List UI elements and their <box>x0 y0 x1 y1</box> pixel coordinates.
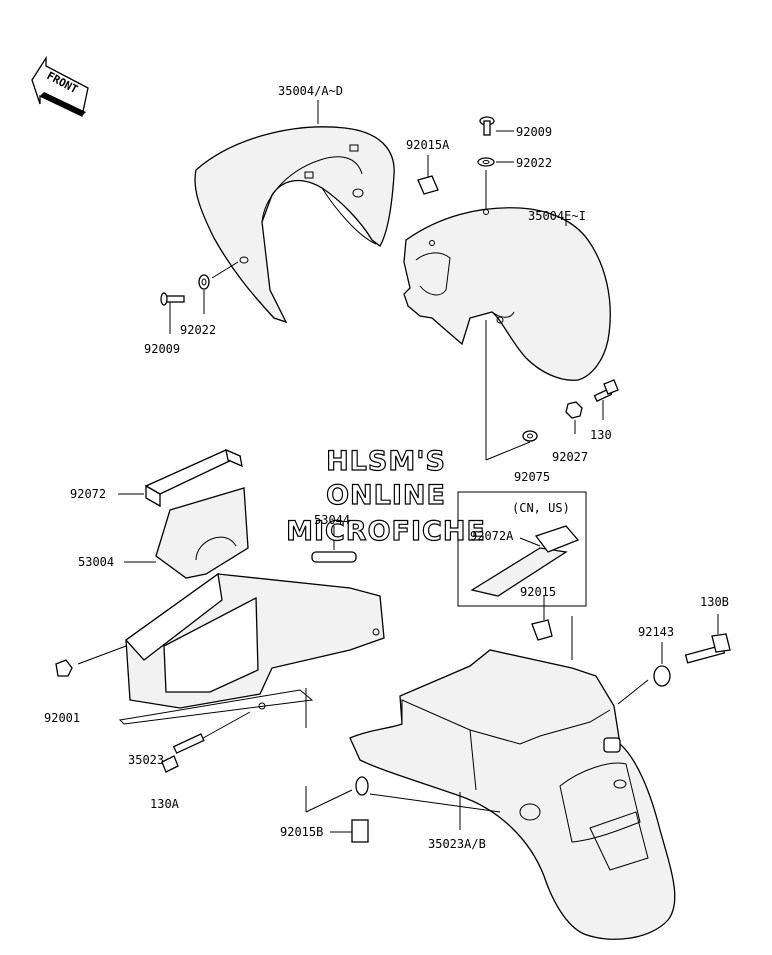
label-92143: 92143 <box>638 625 674 639</box>
leader-lines-rear <box>305 616 649 830</box>
label-130B: 130B <box>700 595 729 609</box>
label-130: 130 <box>590 428 612 442</box>
label-35004AD: 35004/A~D <box>278 84 343 98</box>
bushing-92143-icon <box>653 642 671 687</box>
label-92015A: 92015A <box>406 138 450 152</box>
label-53004: 53004 <box>78 555 114 569</box>
bolt-92009-top-icon <box>479 116 495 136</box>
rear-fender-35023AB <box>349 649 676 940</box>
label-92009-top: 92009 <box>516 125 552 139</box>
label-92022-top: 92022 <box>516 156 552 170</box>
label-35004EI: 35004E~I <box>528 209 586 223</box>
band-53044-icon <box>311 526 357 563</box>
bolt-130A-icon <box>161 733 205 773</box>
label-35023: 35023 <box>128 753 164 767</box>
watermark-line-3: MICROFICHE <box>286 516 486 547</box>
label-inset-cn-us: (CN, US) <box>512 501 570 515</box>
watermark-line-2: ONLINE <box>326 480 446 511</box>
label-92075: 92075 <box>514 470 550 484</box>
inset-cn-us <box>457 491 587 607</box>
rear-inner-fender-35023 <box>77 572 385 743</box>
label-92072: 92072 <box>70 487 106 501</box>
bolt-92009-left-icon <box>160 292 185 306</box>
front-fender-lower <box>403 207 611 381</box>
front-arrow-icon: FRONT <box>31 55 89 117</box>
label-92009-left: 92009 <box>144 342 180 356</box>
cover-53004-icon <box>124 487 249 579</box>
bolt-130B-icon <box>684 614 731 664</box>
label-92015: 92015 <box>520 585 556 599</box>
nut-92027-icon <box>565 401 583 419</box>
watermark-line-1: HLSM'S <box>326 446 446 477</box>
clip-92015A-icon <box>417 175 439 195</box>
bolt-130-icon <box>593 379 619 402</box>
nut-92015-icon <box>531 596 553 641</box>
clip-92015B-icon <box>330 819 369 843</box>
leader-lines-front <box>169 100 604 461</box>
strap-92072-icon <box>118 448 243 508</box>
part-labels: 35004/A~D 92015A 92009 92022 35004E~I 92… <box>44 84 729 851</box>
label-92001: 92001 <box>44 711 80 725</box>
label-92072A: 92072A <box>470 529 514 543</box>
washer-92022-left-icon <box>198 274 210 290</box>
label-35023AB: 35023A/B <box>428 837 486 851</box>
washer-92022-top-icon <box>477 157 495 167</box>
label-92027: 92027 <box>552 450 588 464</box>
watermark: HLSM'S ONLINE MICROFICHE <box>285 445 486 547</box>
label-130A: 130A <box>150 797 180 811</box>
bolt-92001-icon <box>55 659 73 677</box>
washer-92075-icon <box>522 430 538 442</box>
label-92015B: 92015B <box>280 825 323 839</box>
label-92022-left: 92022 <box>180 323 216 337</box>
front-fender-upper <box>194 126 395 324</box>
label-53044: 53044 <box>314 513 350 527</box>
